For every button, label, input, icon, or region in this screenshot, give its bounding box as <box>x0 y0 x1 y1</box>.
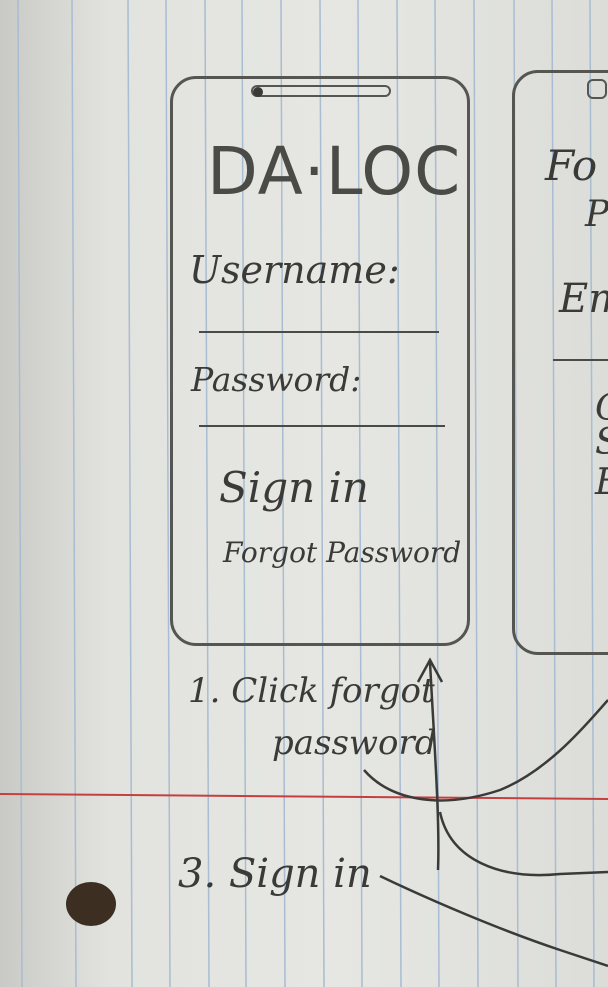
forgot-screen-subtitle: Pa <box>585 194 608 235</box>
username-label: Username: <box>189 248 400 292</box>
arrow-up-icon <box>428 661 440 871</box>
app-title: DA·LOC <box>207 133 462 210</box>
camera-dot-icon <box>253 87 263 97</box>
forgot-password-link[interactable]: Forgot Password <box>223 536 462 569</box>
email-field-line[interactable] <box>553 359 608 361</box>
forgot-screen-text-2: S <box>595 425 608 461</box>
forgot-screen-text-1: C <box>595 391 608 427</box>
phone-speaker-notch <box>251 85 391 97</box>
forgot-screen-text-3: E <box>595 465 608 501</box>
email-label: Em <box>559 276 608 322</box>
step-1-annotation: 1. Click forgot <box>188 671 435 711</box>
binder-hole <box>66 882 116 926</box>
login-screen-sketch: DA·LOC Username: Password: Sign in Forgo… <box>170 76 470 646</box>
camera-icon <box>587 79 607 99</box>
step-1-annotation-continued: password <box>272 723 437 763</box>
password-field-line[interactable] <box>199 425 445 427</box>
flow-curve-1 <box>363 699 608 802</box>
flow-curve-3 <box>379 874 608 968</box>
forgot-screen-title: Fo <box>545 141 598 190</box>
username-field-line[interactable] <box>199 331 439 333</box>
password-label: Password: <box>191 360 362 399</box>
flow-curve-2 <box>438 811 608 877</box>
sign-in-button[interactable]: Sign in <box>219 463 369 512</box>
forgot-password-screen-sketch: Fo Pa Em C S E <box>512 70 608 655</box>
step-3-annotation: 3. Sign in <box>178 851 372 897</box>
